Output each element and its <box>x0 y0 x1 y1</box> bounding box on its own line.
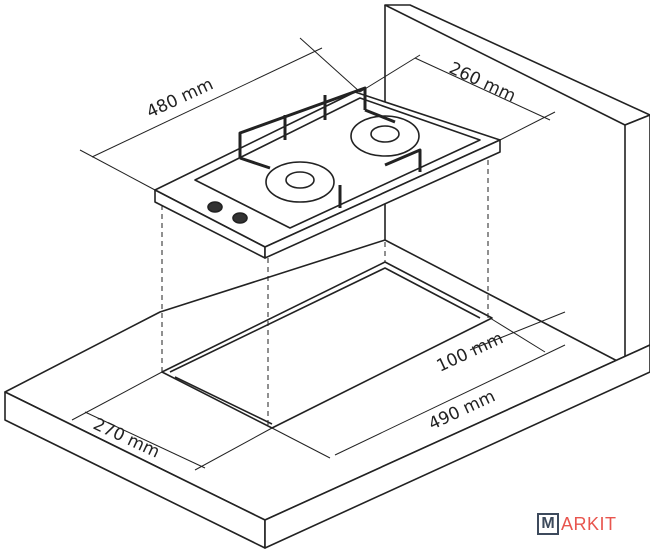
burner-back <box>350 115 420 157</box>
dimension-lines <box>71 37 566 471</box>
gas-hob <box>154 86 501 259</box>
markit-logo: M ARKIT <box>537 513 617 535</box>
burner-front <box>265 161 335 203</box>
logo-text: ARKIT <box>561 513 617 534</box>
logo-mark: M <box>537 513 559 535</box>
cutout <box>161 261 493 429</box>
projection-lines <box>161 160 489 428</box>
control-knobs <box>207 201 248 224</box>
pan-support <box>238 86 422 208</box>
